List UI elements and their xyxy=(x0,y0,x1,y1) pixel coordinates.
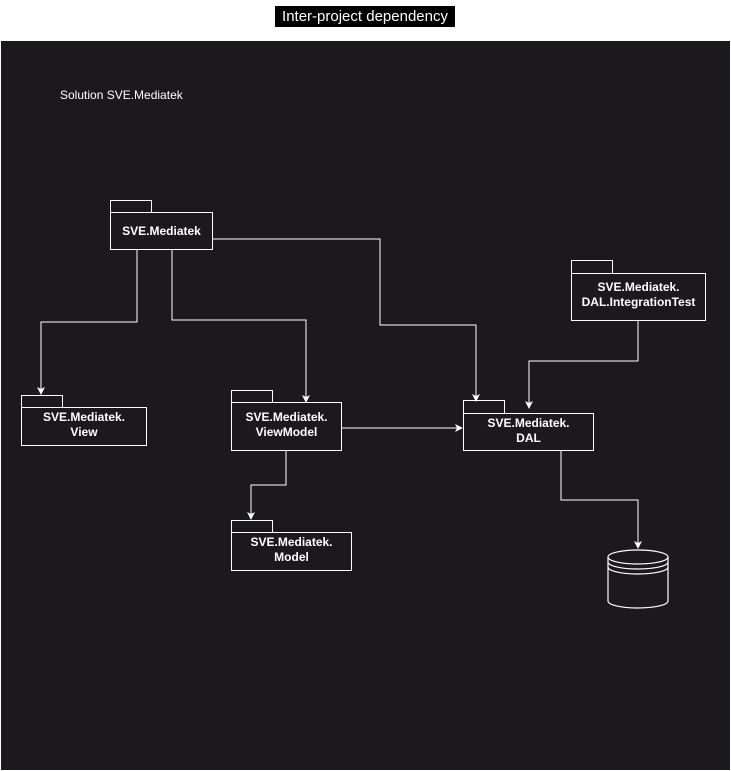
package-body: SVE.Mediatek xyxy=(110,212,213,250)
package-body: SVE.Mediatek. DAL.IntegrationTest xyxy=(571,273,706,321)
package-label-line: SVE.Mediatek xyxy=(122,223,201,238)
package-label-line: DAL.IntegrationTest xyxy=(581,295,696,309)
package-tab xyxy=(21,395,63,408)
package-tab xyxy=(110,200,152,213)
dependency-edges xyxy=(37,238,669,609)
package-tab xyxy=(571,260,613,273)
package-body: SVE.Mediatek. Model xyxy=(231,532,352,571)
page-title: Inter-project dependency xyxy=(275,6,455,27)
edge-dal-to-database xyxy=(560,450,642,549)
package-tab xyxy=(231,520,273,533)
package-sve-mediatek: SVE.Mediatek xyxy=(110,200,213,250)
package-sve-mediatek-model: SVE.Mediatek. Model xyxy=(231,520,352,571)
package-body: SVE.Mediatek. View xyxy=(21,407,147,446)
package-body: SVE.Mediatek. DAL xyxy=(463,413,594,451)
package-label-line: SVE.Mediatek. xyxy=(487,416,570,430)
package-sve-mediatek-viewmodel: SVE.Mediatek. ViewModel xyxy=(231,390,342,451)
package-label-line: SVE.Mediatek. xyxy=(42,410,126,424)
database-cylinder-icon xyxy=(607,549,669,609)
edge-mediatek-to-viewmodel xyxy=(171,250,310,403)
diagram-canvas: Solution SVE.Mediatek SVE.Mediatek xyxy=(1,41,730,770)
package-label-line: SVE.Mediatek. xyxy=(245,410,328,424)
edge-mediatek-to-view xyxy=(37,250,138,395)
solution-label: Solution SVE.Mediatek xyxy=(60,88,183,102)
package-label-line: DAL xyxy=(516,431,541,445)
package-sve-mediatek-dal: SVE.Mediatek. DAL xyxy=(463,400,594,451)
package-label-line: Model xyxy=(274,550,309,564)
package-tab xyxy=(231,390,273,403)
package-sve-mediatek-view: SVE.Mediatek. View xyxy=(21,395,147,446)
package-body: SVE.Mediatek. ViewModel xyxy=(231,402,342,451)
package-tab xyxy=(463,400,505,413)
edge-integrationtest-to-dal xyxy=(525,320,639,409)
edge-viewmodel-to-model xyxy=(247,450,287,520)
package-label-line: SVE.Mediatek. xyxy=(250,535,333,549)
package-label-line: SVE.Mediatek. xyxy=(597,280,680,294)
package-sve-mediatek-dal-integrationtest: SVE.Mediatek. DAL.IntegrationTest xyxy=(571,260,706,321)
package-label-line: ViewModel xyxy=(255,425,318,439)
edge-mediatek-to-dal xyxy=(212,238,480,402)
package-label-line: View xyxy=(70,425,98,439)
